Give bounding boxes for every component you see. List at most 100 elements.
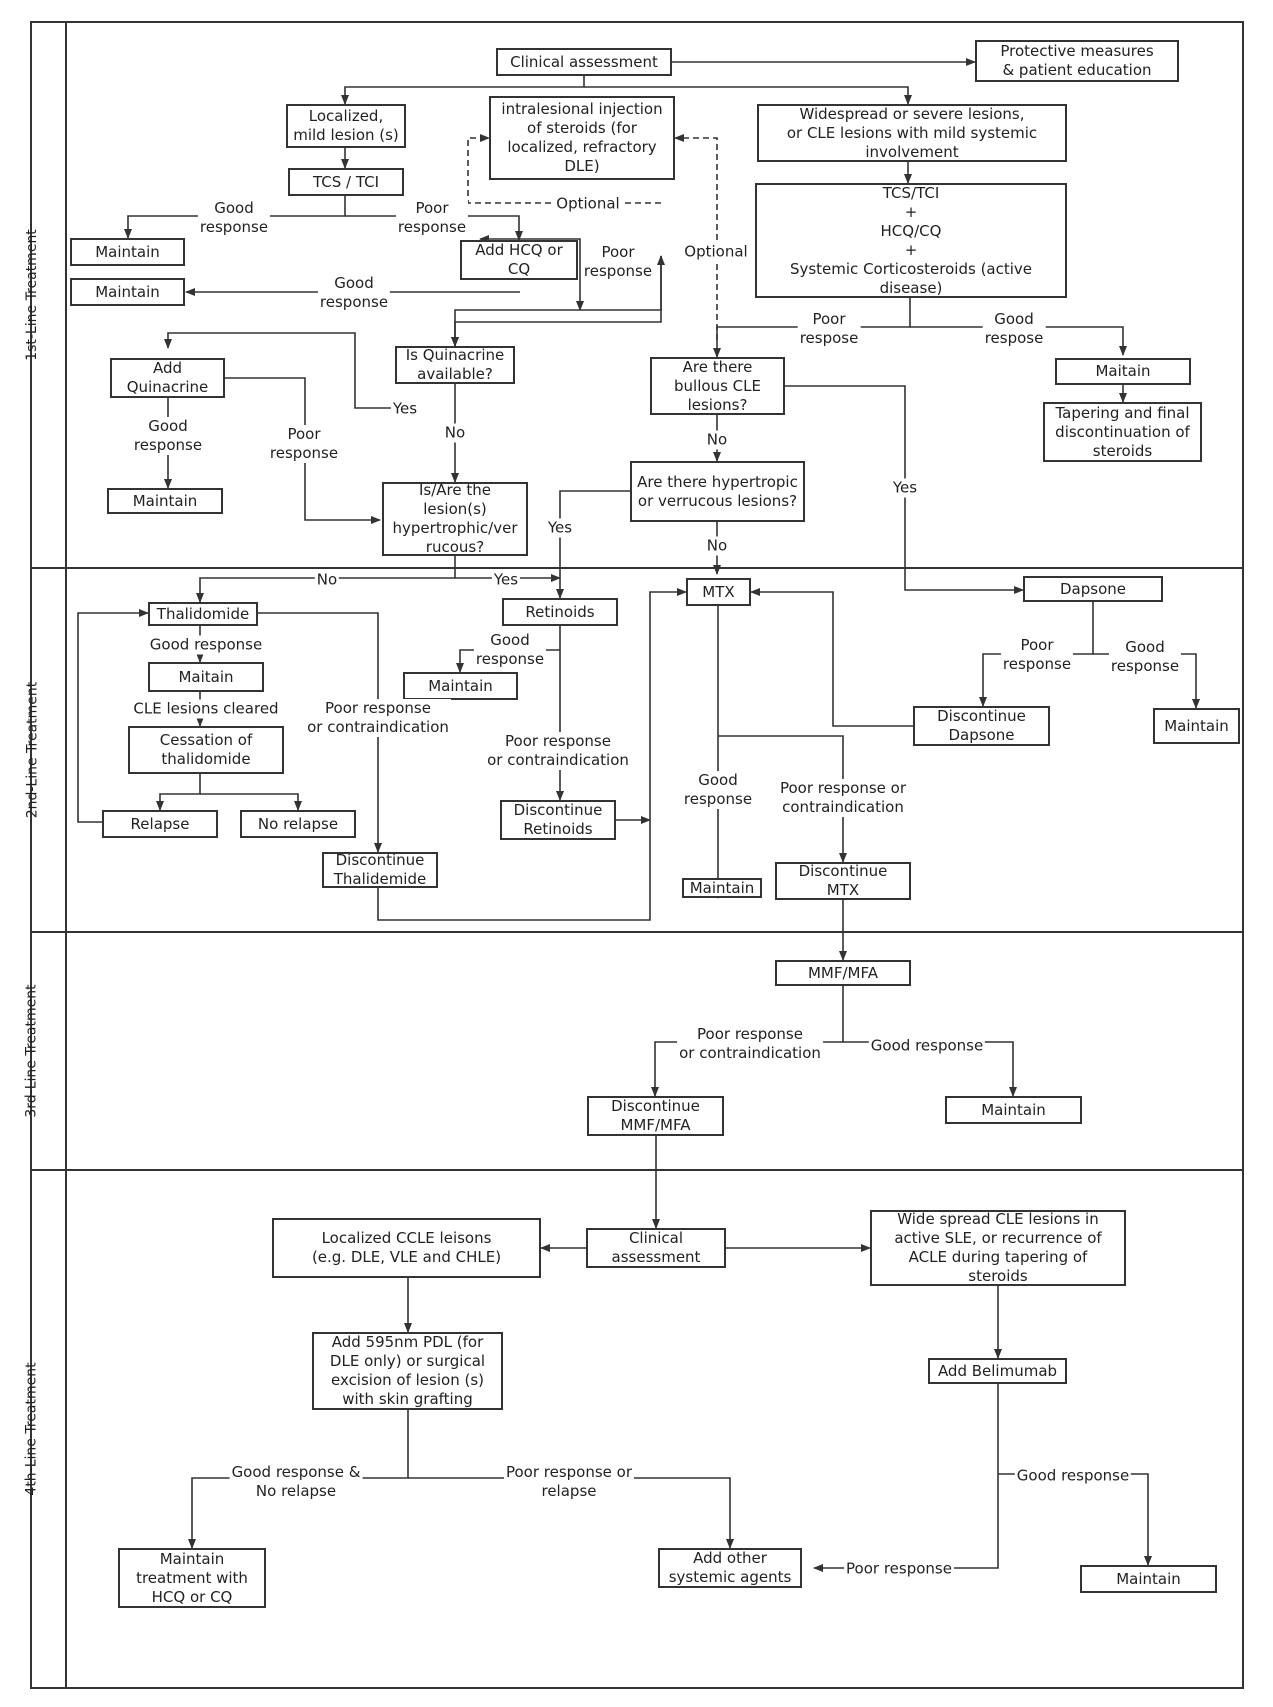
- edge-label: Poor response: [395, 199, 469, 237]
- node-dapsone: Dapsone: [1023, 576, 1163, 602]
- connector: [750, 588, 913, 727]
- node-maintain: Maintain: [1080, 1565, 1217, 1593]
- node-discontinue-mtx: Discontinue MTX: [775, 862, 911, 900]
- edge-label: Good respose: [982, 310, 1046, 348]
- edge-label: Poor response: [844, 1559, 954, 1579]
- node-cessation-thalidomide: Cessation of thalidomide: [128, 726, 284, 774]
- node-wide-spread-cle: Wide spread CLE lesions in active SLE, o…: [870, 1210, 1126, 1286]
- edge-label: Good response: [473, 631, 547, 669]
- edge-label-no: No: [442, 423, 468, 443]
- edge-label: Good response: [317, 274, 391, 312]
- edge-label-optional: Optional: [682, 242, 750, 262]
- node-discontinue-retinoids: Discontinue Retinoids: [500, 800, 616, 840]
- edge-label-no: No: [704, 536, 730, 556]
- node-tapering-steroids: Tapering and final discontinuation of st…: [1043, 402, 1202, 462]
- node-localized-ccle: Localized CCLE leisons (e.g. DLE, VLE an…: [272, 1218, 541, 1278]
- edge-label: Poor response or contraindication: [677, 1025, 823, 1063]
- node-discontinue-mmf-mfa: Discontinue MMF/MFA: [587, 1096, 724, 1136]
- node-mtx: MTX: [686, 578, 751, 606]
- edge-label: Poor response or contraindication: [305, 699, 451, 737]
- connector: [451, 256, 662, 347]
- node-discontinue-dapsone: Discontinue Dapsone: [913, 706, 1050, 746]
- node-maintain: Maintain: [1153, 708, 1240, 744]
- node-maintain: Maintain: [945, 1096, 1082, 1124]
- node-maitain: Maitain: [148, 662, 264, 692]
- optional-connector: [467, 134, 661, 204]
- connector: [813, 1384, 999, 1572]
- node-maintain: Maintain: [70, 278, 185, 306]
- band-title-line1: 1st-Line Treatment: [24, 229, 41, 361]
- node-maintain: Maintain: [682, 878, 762, 898]
- node-add-belimumab: Add Belimumab: [928, 1358, 1067, 1384]
- connector: [451, 309, 580, 347]
- node-no-relapse: No relapse: [240, 810, 356, 838]
- band-title-line4: 4th-Line Treatment: [24, 1362, 40, 1496]
- outer-frame: [30, 21, 1244, 1689]
- edge-label: Poor response: [267, 425, 341, 463]
- node-hypertropic-verrucous-question: Are there hypertropic or verrucous lesio…: [630, 461, 805, 522]
- edge-label-yes: Yes: [890, 478, 920, 498]
- connector: [718, 735, 847, 863]
- node-tcs-tci: TCS / TCI: [288, 168, 404, 196]
- connector: [479, 235, 581, 256]
- edge-label: CLE lesions cleared: [131, 699, 281, 719]
- connector: [910, 326, 1127, 356]
- edge-label: Good response: [1108, 638, 1182, 676]
- edge-label: Poor response or contraindication: [777, 779, 909, 817]
- optional-connector: [674, 134, 718, 340]
- node-clinical-assessment: Clinical assessment: [496, 48, 672, 76]
- node-maintain: Maintain: [70, 238, 185, 266]
- edge-label-no: No: [704, 430, 730, 450]
- edge-label: Good response: [147, 635, 265, 655]
- connector: [156, 774, 201, 811]
- node-bullous-question: Are there bullous CLE lesions?: [650, 357, 785, 415]
- node-thalidomide: Thalidomide: [148, 602, 258, 626]
- node-add-other-systemic-agents: Add other systemic agents: [658, 1548, 802, 1588]
- edge-label: Good response: [131, 417, 205, 455]
- connector: [77, 609, 149, 823]
- edge-label-yes: Yes: [545, 518, 575, 538]
- node-protective-measures: Protective measures & patient education: [975, 40, 1179, 82]
- node-clinical-assessment-2: Clinical assessment: [586, 1228, 726, 1268]
- edge-label: Poor response: [1000, 636, 1074, 674]
- node-is-quinacrine-available: Is Quinacrine available?: [395, 346, 515, 384]
- edge-label: Poor response or contraindication: [485, 732, 631, 770]
- node-add-quinacrine: Add Quinacrine: [110, 358, 225, 398]
- connector: [584, 86, 912, 105]
- node-discontinue-thalidomide: Discontinue Thalidemide: [322, 852, 438, 888]
- connector: [998, 1473, 1152, 1566]
- edge-label-optional: Optional: [554, 194, 622, 214]
- node-intralesional-steroids: intralesional injection of steroids (for…: [489, 96, 675, 180]
- edge-label: Good response: [197, 199, 271, 237]
- edge-label: Good response: [868, 1036, 986, 1056]
- edge-label: Poor respose: [797, 310, 861, 348]
- node-mmf-mfa: MMF/MFA: [775, 960, 911, 986]
- node-maintain: Maintain: [403, 672, 518, 700]
- connector: [341, 76, 585, 105]
- node-maitain: Maitain: [1055, 358, 1191, 385]
- edge-label-yes: Yes: [491, 570, 521, 590]
- edge-label-yes: Yes: [390, 399, 420, 419]
- node-localized-mild-lesions: Localized, mild lesion (s): [286, 104, 406, 148]
- node-maintain: Maintain: [107, 488, 223, 514]
- node-retinoids: Retinoids: [502, 598, 618, 626]
- connector: [200, 793, 302, 811]
- connector: [556, 490, 630, 599]
- node-relapse: Relapse: [102, 810, 218, 838]
- connector: [164, 332, 395, 409]
- node-add-hcq-cq: Add HCQ or CQ: [460, 240, 578, 280]
- edge-label: Good response: [681, 771, 755, 809]
- edge-label: Good response & No relapse: [229, 1463, 363, 1501]
- edge-label-no: No: [314, 570, 340, 590]
- connector: [258, 612, 382, 853]
- node-maintain-hcq-cq: Maintain treatment with HCQ or CQ: [118, 1548, 266, 1608]
- edge-label: Poor response or relapse: [503, 1463, 635, 1501]
- node-add-pdl-or-excision: Add 595nm PDL (for DLE only) or surgical…: [312, 1332, 503, 1410]
- band-title-line3: 3rd-Line Treatment: [24, 984, 40, 1118]
- node-hypertrophic-question: Is/Are the lesion(s) hypertrophic/ver ru…: [382, 482, 528, 556]
- edge-label: Poor response: [581, 243, 655, 281]
- edge-label: Good response: [1014, 1466, 1132, 1486]
- node-combination-therapy: TCS/TCI + HCQ/CQ + Systemic Corticostero…: [755, 183, 1067, 298]
- connector: [377, 588, 687, 921]
- band-title-line2: 2nd-Line Treatment: [24, 681, 40, 819]
